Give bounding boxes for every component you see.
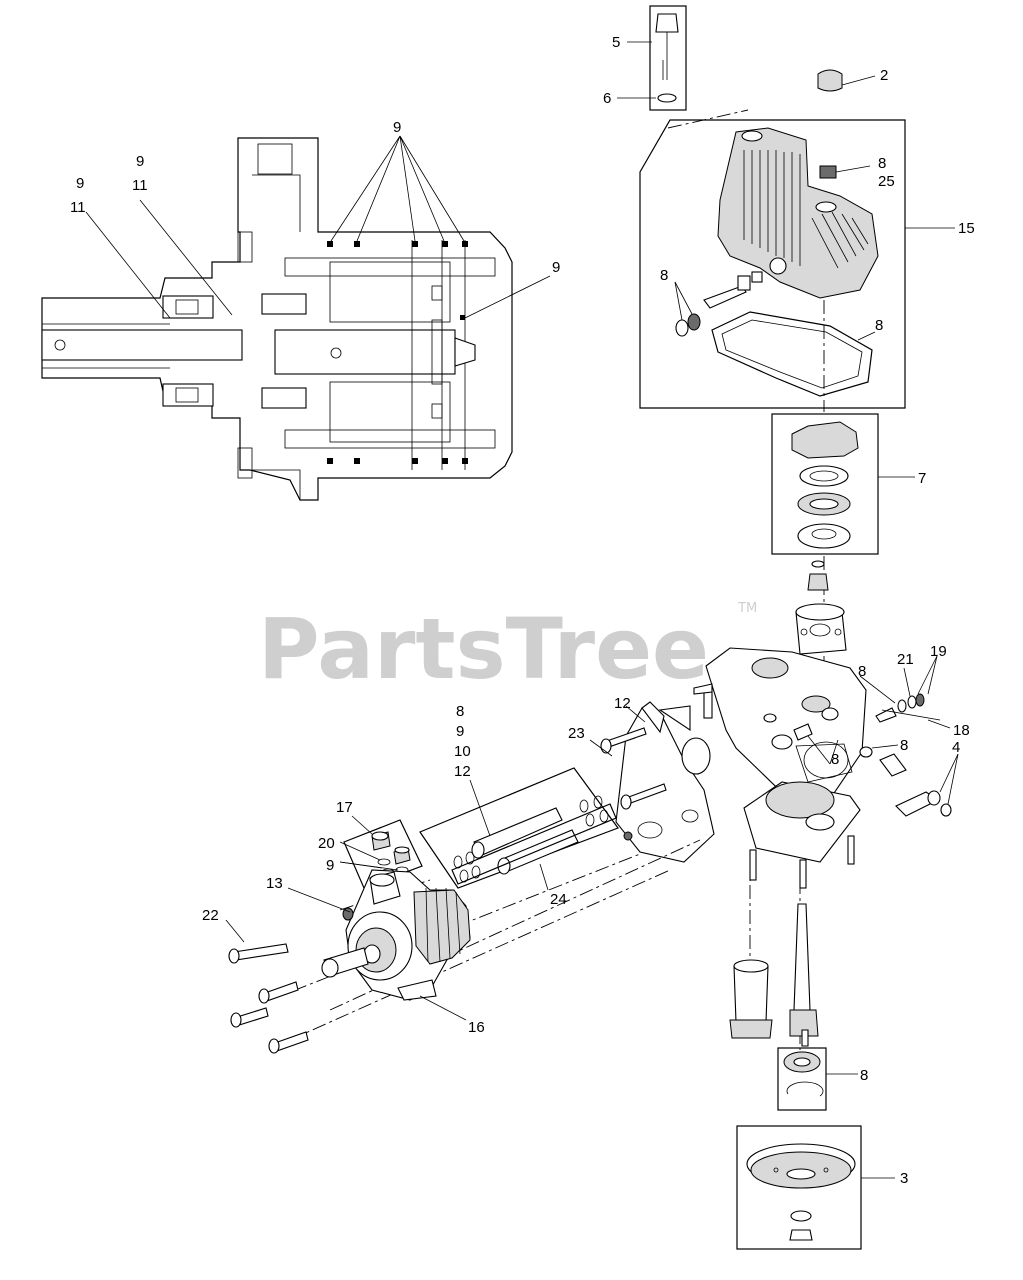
center-housing: [693, 647, 959, 889]
callout-5: 5: [612, 34, 620, 51]
callout-8-center: 8: [831, 751, 839, 768]
callout-12-kit: 12: [454, 763, 471, 780]
callout-22: 22: [202, 907, 219, 924]
callout-11-left-a: 11: [70, 199, 86, 216]
watermark-text: PartsTree: [258, 600, 709, 698]
callout-8-plug: 8: [878, 155, 886, 172]
callout-24: 24: [550, 891, 567, 908]
axle-housing: [589, 701, 715, 863]
pulley-group: [736, 1125, 895, 1250]
callout-7: 7: [918, 470, 926, 487]
dipstick-group: [617, 5, 749, 129]
callout-9-left-b: 9: [136, 153, 144, 170]
callout-12-housing: 12: [614, 695, 631, 712]
cylinder-block: [795, 560, 847, 655]
callout-9-left-a: 9: [76, 175, 84, 192]
callout-21: 21: [897, 651, 914, 668]
cap-part: [817, 69, 876, 92]
watermark-tm: TM: [737, 601, 757, 616]
callout-4: 4: [952, 739, 960, 756]
callout-8-gasket: 8: [875, 317, 883, 334]
callout-8-kit: 8: [456, 703, 464, 720]
callout-2: 2: [880, 67, 888, 84]
valve-kit-group: [339, 815, 423, 889]
motor-group: [225, 839, 701, 1054]
callout-9-right: 9: [552, 259, 560, 276]
callout-25: 25: [878, 173, 895, 190]
callout-8-lower: 8: [860, 1067, 868, 1084]
callout-9-valve: 9: [326, 857, 334, 874]
callout-13: 13: [266, 875, 283, 892]
bearing-group: [771, 413, 915, 700]
callout-15: 15: [958, 220, 975, 237]
lower-bearing-group: [777, 1047, 858, 1111]
callout-18: 18: [953, 722, 970, 739]
callout-23: 23: [568, 725, 585, 742]
callout-3: 3: [900, 1170, 908, 1187]
callout-19: 19: [930, 643, 947, 660]
housing-cover-group: [639, 119, 955, 412]
callout-20: 20: [318, 835, 335, 852]
callout-17: 17: [336, 799, 353, 816]
cross-section-view: [41, 135, 551, 501]
callout-10-kit: 10: [454, 743, 471, 760]
callout-9-kit: 9: [456, 723, 464, 740]
callout-16: 16: [468, 1019, 485, 1036]
piston-kit-group: [419, 767, 619, 891]
callout-9-seals: 9: [393, 119, 401, 136]
output-shaft-group: [729, 860, 819, 1050]
callout-8-rings: 8: [660, 267, 668, 284]
callout-11-left-b: 11: [132, 177, 148, 194]
callout-8-fitting: 8: [900, 737, 908, 754]
callout-8-screw: 8: [858, 663, 866, 680]
callout-6: 6: [603, 90, 611, 107]
